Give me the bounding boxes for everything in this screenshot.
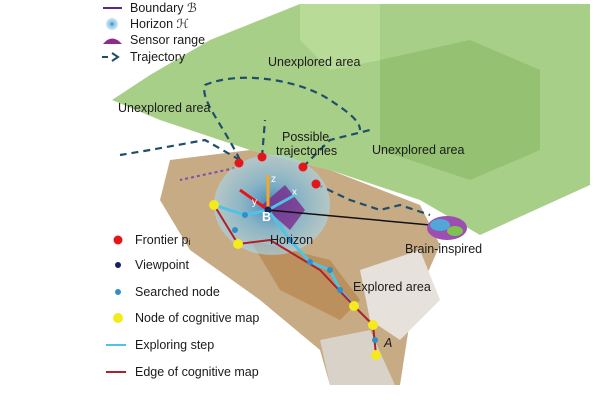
- label-axis-z: z: [271, 174, 276, 185]
- horizon-legend-icon: [106, 18, 118, 30]
- legend-searched-node: Searched node: [135, 285, 220, 299]
- brain-icon-lobe-2: [447, 226, 463, 236]
- label-trajectories: trajectories: [276, 144, 338, 158]
- viewpoint-legend-icon: [115, 262, 121, 268]
- trajectory-right: [302, 128, 371, 168]
- label-point-b: B: [262, 210, 272, 224]
- label-horizon: Horizon: [270, 233, 314, 247]
- legend-node-cognitive-map: Node of cognitive map: [135, 311, 260, 325]
- frontier-legend-icon: [113, 235, 123, 245]
- brain-link-line: [267, 209, 431, 226]
- label-axis-y: y: [252, 197, 257, 208]
- trajectory-legend-icon: [102, 52, 120, 62]
- explored-floor: [250, 240, 360, 320]
- legend-exploring-step: Exploring step: [135, 338, 215, 352]
- legend-horizon: Horizon ℋ: [130, 17, 189, 31]
- axis-x-line: [267, 193, 296, 212]
- trajectory-brain: [315, 183, 431, 217]
- label-unexplored-right: Unexplored area: [372, 143, 465, 157]
- legend-viewpoint: Viewpoint: [135, 258, 189, 272]
- frontier-points: [234, 152, 321, 189]
- trajectory-up: [260, 119, 267, 158]
- current-viewpoint: [264, 206, 272, 214]
- label-unexplored-top: Unexplored area: [268, 55, 361, 69]
- cognitive-map-nodes: [209, 200, 381, 360]
- label-axis-x: x: [292, 187, 297, 198]
- legend-trajectory: Trajectory: [130, 50, 186, 64]
- label-unexplored-left: Unexplored area: [118, 101, 211, 115]
- unexplored-room: [380, 40, 540, 180]
- exploring-step-path: [213, 203, 356, 307]
- label-explored-area: Explored area: [353, 280, 431, 294]
- node-legend-icon: [113, 313, 123, 323]
- label-point-a: A: [384, 336, 393, 350]
- trajectory-lines: [119, 76, 431, 217]
- explored-rooms-lower: [320, 330, 395, 385]
- axis-y-line: [239, 188, 269, 212]
- sensor-range-legend-icon: [103, 38, 122, 44]
- trajectory-left: [119, 138, 241, 161]
- label-possible: Possible: [282, 130, 330, 144]
- searched-nodes: [232, 212, 378, 343]
- trajectory-top: [203, 76, 362, 161]
- sensor-range: [262, 185, 305, 230]
- brain-icon-lobe: [430, 219, 450, 231]
- legend-boundary: Boundary ℬ: [130, 1, 197, 15]
- legend-frontier: Frontier pᵢ: [135, 233, 191, 247]
- legend-edge-cognitive-map: Edge of cognitive map: [135, 365, 259, 379]
- searched-node-legend-icon: [115, 289, 121, 295]
- explored-rooms: [360, 250, 440, 340]
- legend-sensor-range: Sensor range: [130, 33, 206, 47]
- unexplored-walls: [300, 4, 380, 70]
- label-brain-inspired: Brain-inspired: [405, 242, 483, 256]
